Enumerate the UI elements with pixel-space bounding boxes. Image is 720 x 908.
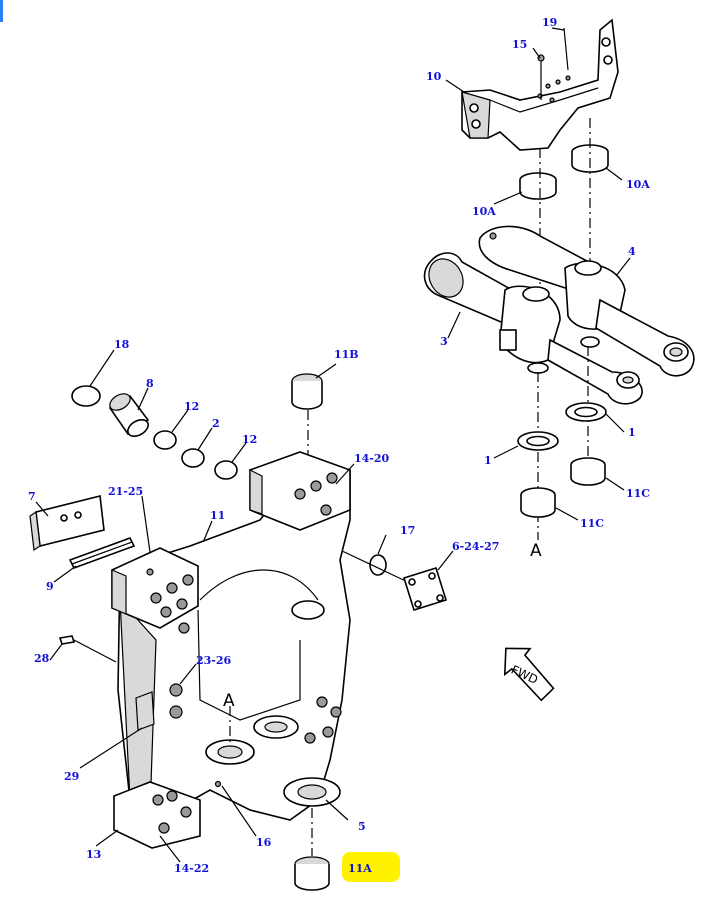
callout-13[interactable]: 13 (86, 848, 101, 861)
callout-19[interactable]: 19 (542, 16, 557, 29)
washer-part-1-left[interactable] (517, 431, 559, 451)
callout-11c-right[interactable]: 11C (626, 487, 650, 500)
callout-8[interactable]: 8 (146, 377, 154, 390)
highlight-box-11a (342, 852, 400, 882)
bushing-part-11c-right[interactable] (570, 457, 606, 486)
o-ring-part-12-lower[interactable] (214, 460, 238, 480)
o-ring-part-18[interactable] (71, 385, 101, 407)
plate-part-7[interactable] (29, 495, 105, 552)
section-mark-a-upper: A (530, 541, 542, 561)
o-ring-part-2[interactable] (181, 448, 205, 468)
cylinder-part-3[interactable] (422, 252, 561, 374)
callout-11b[interactable]: 11B (334, 348, 359, 361)
callout-11a[interactable]: 11A (348, 862, 372, 875)
callout-11c-left[interactable]: 11C (580, 517, 604, 530)
o-ring-part-12-upper[interactable] (153, 430, 177, 450)
cover-part-6-24-27[interactable] (402, 566, 448, 612)
leader-lines (35, 27, 631, 863)
callout-15[interactable]: 15 (512, 38, 527, 51)
frame-part-11[interactable] (111, 451, 351, 849)
forward-direction-arrow: FWD (503, 647, 555, 702)
callout-16[interactable]: 16 (256, 836, 272, 849)
callout-12-upper[interactable]: 12 (184, 400, 199, 413)
callout-6-24-27[interactable]: 6-24-27 (452, 540, 499, 553)
callout-2[interactable]: 2 (212, 417, 220, 430)
callout-9[interactable]: 9 (46, 580, 54, 593)
pin-part-28[interactable] (58, 635, 117, 663)
callout-10[interactable]: 10 (426, 70, 442, 83)
selection-corner-marker (0, 0, 3, 22)
callout-1-right[interactable]: 1 (628, 426, 636, 439)
bushing-part-10a-left[interactable] (519, 172, 557, 200)
callout-3[interactable]: 3 (440, 335, 448, 348)
cylinder-part-4[interactable] (478, 225, 695, 405)
callout-17[interactable]: 17 (400, 524, 415, 537)
cartridge-part-8[interactable] (107, 390, 151, 439)
callout-14-20[interactable]: 14-20 (354, 452, 390, 465)
shim-part-9[interactable] (68, 537, 136, 569)
callout-11[interactable]: 11 (210, 509, 225, 522)
callout-14-22[interactable]: 14-22 (174, 862, 209, 875)
callout-4[interactable]: 4 (628, 245, 636, 258)
callout-5[interactable]: 5 (358, 820, 366, 833)
bushing-part-11b[interactable] (291, 373, 323, 410)
callout-21-25[interactable]: 21-25 (108, 485, 143, 498)
callout-10a-right[interactable]: 10A (626, 178, 650, 191)
bushing-part-11a[interactable] (294, 856, 330, 891)
washer-part-1-right[interactable] (565, 402, 607, 422)
mounting-bracket-part-10[interactable] (461, 18, 619, 151)
callout-1-left[interactable]: 1 (484, 454, 492, 467)
callout-10a-left[interactable]: 10A (472, 205, 496, 218)
callout-18[interactable]: 18 (114, 338, 130, 351)
callout-29[interactable]: 29 (64, 770, 79, 783)
callout-23-26[interactable]: 23-26 (196, 654, 232, 667)
callout-28[interactable]: 28 (34, 652, 50, 665)
callout-7[interactable]: 7 (28, 490, 36, 503)
bushing-part-11c-left[interactable] (520, 487, 556, 518)
section-mark-a-lower: A (223, 691, 235, 711)
callout-12-lower[interactable]: 12 (242, 433, 257, 446)
